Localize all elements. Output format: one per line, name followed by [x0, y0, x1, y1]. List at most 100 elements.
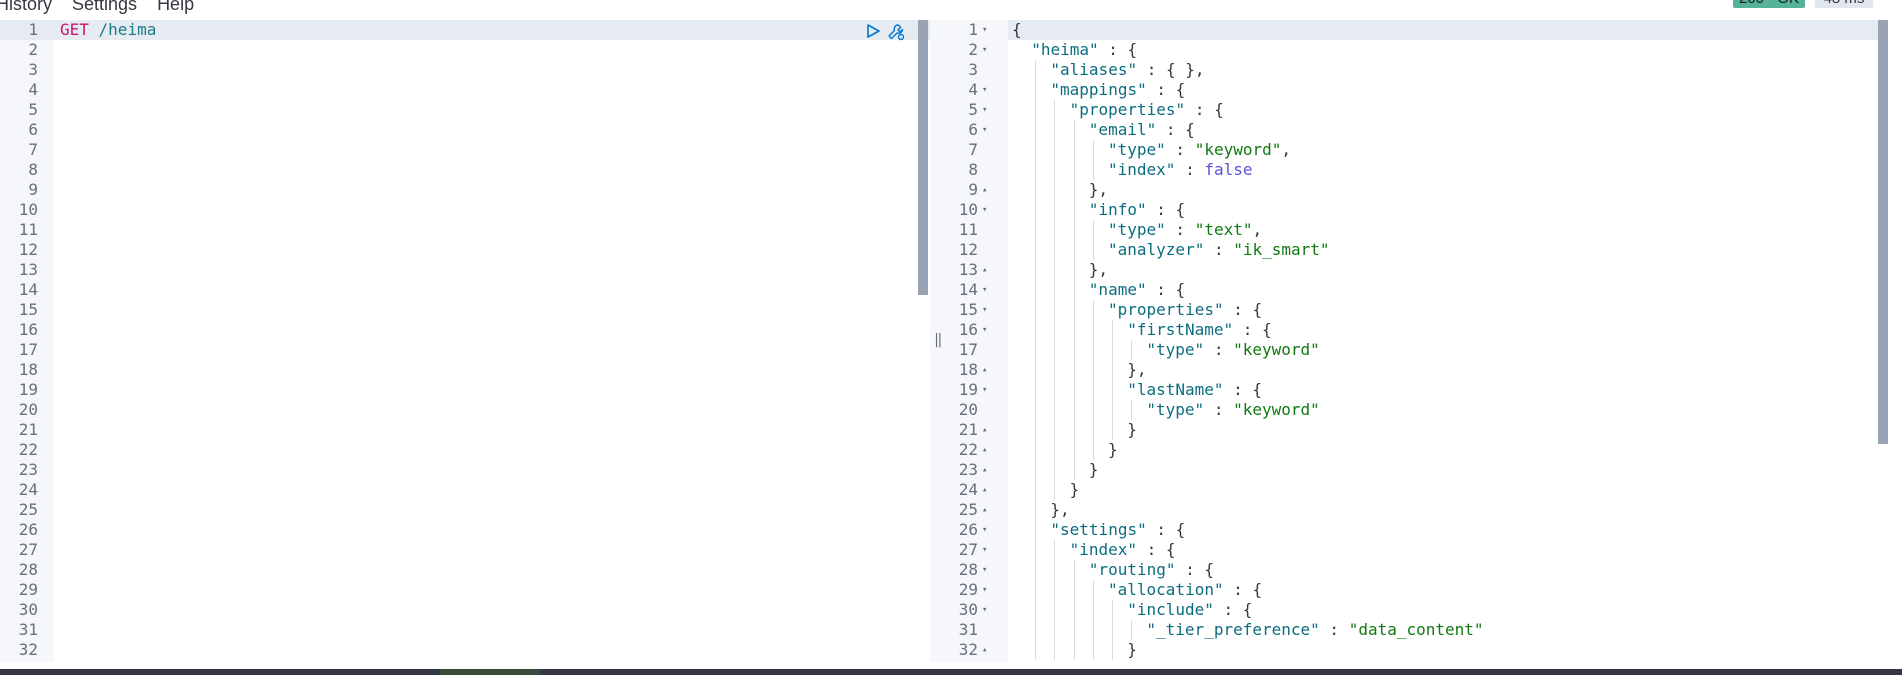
fold-collapse-icon[interactable]: ▾ [982, 105, 988, 115]
request-line[interactable] [60, 560, 930, 580]
line-number: 8 [28, 160, 38, 179]
indent-guide [1054, 360, 1056, 380]
indent-guide [1054, 100, 1056, 120]
line-number: 31 [958, 620, 978, 639]
request-line[interactable] [60, 280, 930, 300]
indent-guide [1035, 580, 1037, 600]
indent-guide [1035, 640, 1037, 660]
fold-collapse-icon[interactable]: ▾ [982, 385, 988, 395]
fold-expand-icon[interactable]: ▴ [982, 485, 988, 495]
indent-guide [1035, 320, 1037, 340]
json-punctuation: : [1204, 240, 1234, 259]
fold-collapse-icon[interactable]: ▾ [982, 125, 988, 135]
menu-help[interactable]: Help [157, 0, 195, 14]
fold-collapse-icon[interactable]: ▾ [982, 525, 988, 535]
request-line[interactable] [60, 160, 930, 180]
request-line[interactable] [60, 240, 930, 260]
request-line[interactable] [60, 200, 930, 220]
json-key: "type" [1146, 340, 1205, 359]
response-line: "heima" : { [1031, 40, 1882, 60]
request-line[interactable] [60, 600, 930, 620]
fold-expand-icon[interactable]: ▴ [982, 505, 988, 515]
request-line[interactable] [60, 60, 930, 80]
request-line[interactable] [60, 440, 930, 460]
line-number: 3 [968, 60, 978, 79]
response-line: "_tier_preference" : "data_content" [1146, 620, 1882, 640]
fold-collapse-icon[interactable]: ▾ [982, 585, 988, 595]
request-line[interactable] [60, 180, 930, 200]
json-key: "properties" [1108, 300, 1224, 319]
request-line[interactable] [60, 300, 930, 320]
indent-guide [1092, 440, 1094, 460]
request-line[interactable]: GET /heima [60, 20, 930, 40]
request-line[interactable] [60, 100, 930, 120]
request-line[interactable] [60, 140, 930, 160]
fold-collapse-icon[interactable]: ▾ [982, 565, 988, 575]
wrench-icon[interactable] [887, 23, 905, 41]
fold-collapse-icon[interactable]: ▾ [982, 85, 988, 95]
fold-expand-icon[interactable]: ▴ [982, 465, 988, 475]
request-line[interactable] [60, 260, 930, 280]
indent-guide [1073, 460, 1075, 480]
request-line[interactable] [60, 420, 930, 440]
response-line: "routing" : { [1089, 560, 1882, 580]
request-line[interactable] [60, 620, 930, 640]
fold-collapse-icon[interactable]: ▾ [982, 205, 988, 215]
fold-collapse-icon[interactable]: ▾ [982, 325, 988, 335]
request-line[interactable] [60, 540, 930, 560]
request-scrollbar[interactable] [918, 20, 928, 295]
request-line[interactable] [60, 580, 930, 600]
indent-guide [1054, 240, 1056, 260]
response-scrollbar[interactable] [1878, 20, 1888, 444]
menu-history[interactable]: History [0, 0, 53, 14]
fold-collapse-icon[interactable]: ▾ [982, 285, 988, 295]
indent-guide [1035, 80, 1037, 100]
request-code-area[interactable]: GET /heima [54, 20, 930, 662]
request-line[interactable] [60, 460, 930, 480]
indent-guide [1073, 160, 1075, 180]
line-number: 26 [958, 520, 978, 539]
fold-collapse-icon[interactable]: ▾ [982, 45, 988, 55]
fold-collapse-icon[interactable]: ▾ [982, 545, 988, 555]
request-line[interactable] [60, 40, 930, 60]
request-line[interactable] [60, 500, 930, 520]
menu-settings[interactable]: Settings [72, 0, 138, 14]
fold-expand-icon[interactable]: ▴ [982, 185, 988, 195]
line-number: 11 [958, 220, 978, 239]
request-line[interactable] [60, 480, 930, 500]
json-punctuation: : { [1137, 540, 1176, 559]
line-number: 18 [18, 360, 38, 379]
request-line[interactable] [60, 80, 930, 100]
indent-guide [1054, 600, 1056, 620]
request-line[interactable] [60, 120, 930, 140]
fold-expand-icon[interactable]: ▴ [982, 365, 988, 375]
line-number: 12 [18, 240, 38, 259]
fold-expand-icon[interactable]: ▴ [982, 445, 988, 455]
fold-expand-icon[interactable]: ▴ [982, 425, 988, 435]
fold-expand-icon[interactable]: ▴ [982, 265, 988, 275]
request-line[interactable] [60, 220, 930, 240]
fold-collapse-icon[interactable]: ▾ [982, 25, 988, 35]
request-line[interactable] [60, 380, 930, 400]
request-line[interactable] [60, 320, 930, 340]
json-punctuation: : { [1185, 100, 1224, 119]
panel-divider[interactable] [930, 20, 946, 662]
json-key: "type" [1108, 220, 1166, 239]
json-string: "keyword" [1194, 140, 1282, 159]
request-line[interactable] [60, 360, 930, 380]
resize-handle-icon[interactable]: ‖ [934, 332, 943, 348]
response-line: "email" : { [1089, 120, 1882, 140]
request-line[interactable] [60, 400, 930, 420]
fold-collapse-icon[interactable]: ▾ [982, 305, 988, 315]
fold-expand-icon[interactable]: ▴ [982, 645, 988, 655]
indent-guide [1092, 380, 1094, 400]
request-line[interactable] [60, 640, 930, 660]
fold-collapse-icon[interactable]: ▾ [982, 605, 988, 615]
play-triangle-icon[interactable] [865, 23, 881, 39]
request-line[interactable] [60, 520, 930, 540]
request-line[interactable] [60, 340, 930, 360]
indent-guide [1054, 200, 1056, 220]
json-key: "properties" [1069, 100, 1186, 119]
